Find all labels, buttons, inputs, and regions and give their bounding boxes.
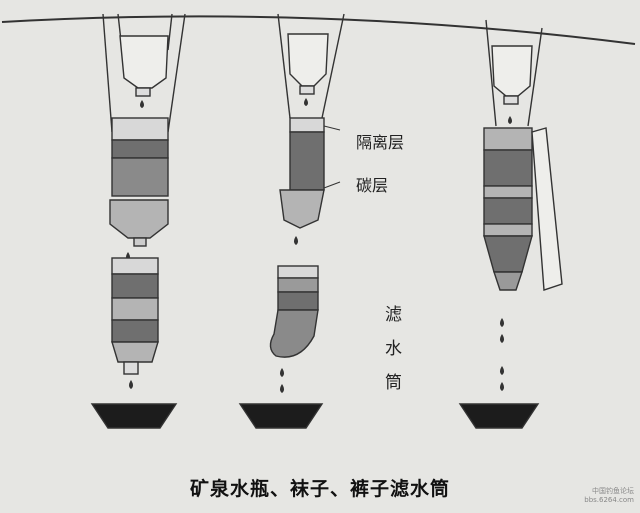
filter-tube-char-2: 水: [385, 339, 402, 359]
watermark-line-2: bbs.6264.com: [584, 496, 634, 504]
separator-leader: [323, 125, 341, 131]
trouser-filter: [458, 19, 563, 429]
carbon-leader: [323, 181, 341, 189]
bowl-1: [90, 403, 178, 429]
bowl-3: [458, 403, 540, 429]
figure-caption: 矿泉水瓶、袜子、裤子滤水筒: [189, 478, 450, 500]
filter-tube-char-3: 筒: [385, 373, 402, 393]
rope: [1, 15, 636, 45]
sock-filter: [238, 13, 345, 429]
carbon-layer-label: 碳层: [356, 176, 389, 195]
watermark-line-1: 中国钓鱼论坛: [592, 487, 634, 495]
watermark: 中国钓鱼论坛 bbs.6264.com: [584, 487, 634, 505]
bottle-filter: [90, 13, 186, 429]
separator-layer-label: 隔离层: [356, 133, 405, 152]
filter-tube-char-1: 滤: [385, 305, 402, 325]
bowl-2: [238, 403, 324, 429]
